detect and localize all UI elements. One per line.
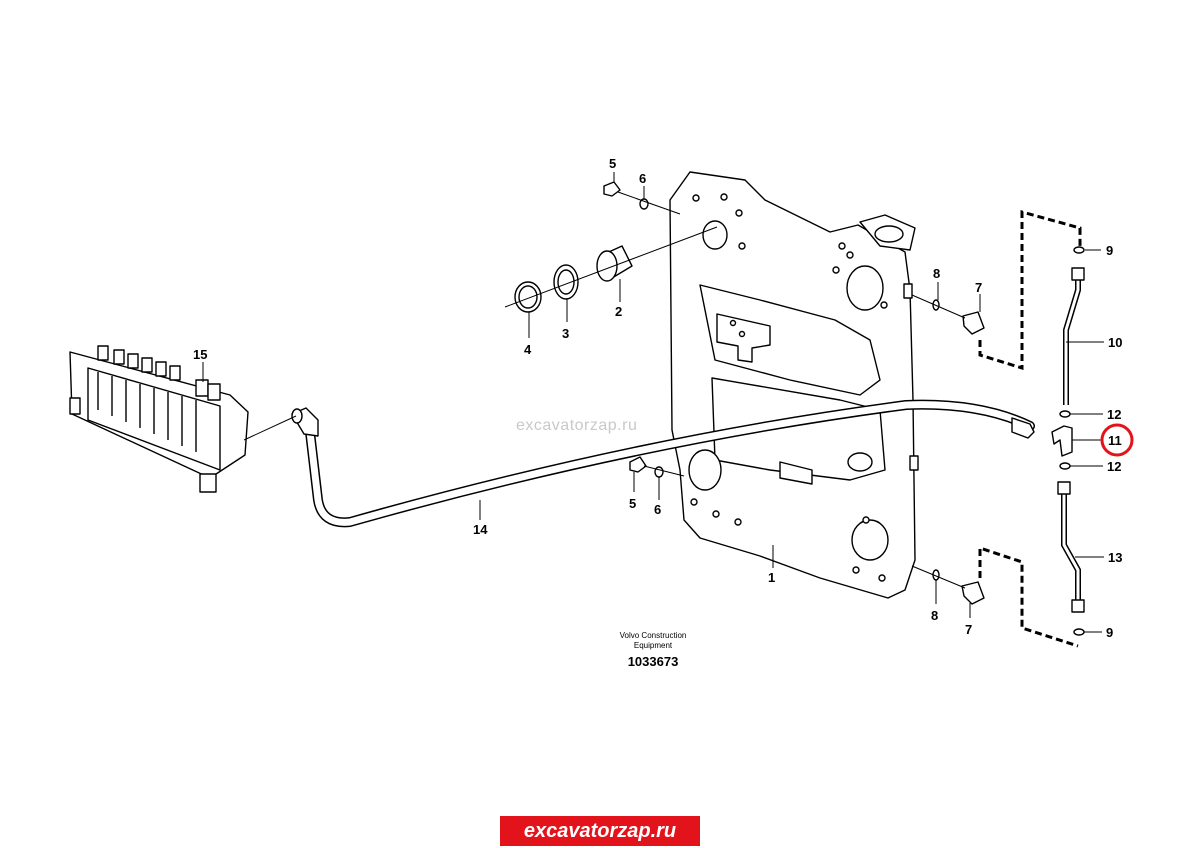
callout-7-top: 7 (975, 280, 982, 295)
callout-2: 2 (615, 304, 622, 319)
callout-10: 10 (1108, 335, 1122, 350)
seal-part-9-bottom (1073, 628, 1085, 636)
callout-9-top: 9 (1106, 243, 1113, 258)
callout-8-bottom: 8 (931, 608, 938, 623)
caption-line-1: Volvo Construction (620, 631, 687, 640)
callout-11: 11 (1108, 433, 1122, 448)
callout-5-bottom: 5 (629, 496, 636, 511)
elbow-part-7-top (962, 311, 985, 335)
seal-part-9-top (1073, 246, 1085, 254)
callout-7-bottom: 7 (965, 622, 972, 637)
callout-8-top: 8 (933, 266, 940, 281)
ring-part-4-inner (518, 285, 538, 309)
hose-part-14 (291, 399, 1035, 528)
document-number: 1033673 (628, 654, 679, 669)
plug-part-2 (596, 245, 633, 282)
callout-5-top: 5 (609, 156, 616, 171)
control-valve-part-15 (69, 345, 249, 493)
ring-part-3-inner (557, 269, 575, 295)
caption-line-2: Equipment (634, 641, 673, 650)
callout-6-bottom: 6 (654, 502, 661, 517)
site-banner[interactable]: excavatorzap.ru (500, 816, 700, 846)
screw-part-5-top (603, 181, 621, 197)
elbow-part-7-bottom (961, 581, 985, 605)
callout-9-bottom: 9 (1106, 625, 1113, 640)
frame-part-1 (669, 171, 919, 599)
highlight-ring-11 (1100, 423, 1134, 457)
tube-part-13 (1061, 490, 1081, 600)
callout-14: 14 (473, 522, 488, 537)
callout-12-top: 12 (1107, 407, 1121, 422)
washer-part-6-bottom (654, 466, 664, 478)
callout-12-bottom: 12 (1107, 459, 1121, 474)
watermark-text: excavatorzap.ru (516, 417, 637, 434)
callout-3: 3 (562, 326, 569, 341)
dashed-line-top (978, 210, 1082, 371)
dashed-line-bottom (978, 545, 1079, 648)
seal-part-12-top (1059, 410, 1071, 418)
callout-1: 1 (768, 570, 775, 585)
tee-part-11 (1051, 425, 1073, 457)
callout-13: 13 (1108, 550, 1122, 565)
callout-6-top: 6 (639, 171, 646, 186)
leader-lines (202, 172, 1104, 633)
screw-part-5-bottom (629, 456, 647, 473)
callout-15: 15 (193, 347, 207, 362)
seal-part-12-bottom (1059, 462, 1071, 470)
callout-4: 4 (524, 342, 532, 357)
